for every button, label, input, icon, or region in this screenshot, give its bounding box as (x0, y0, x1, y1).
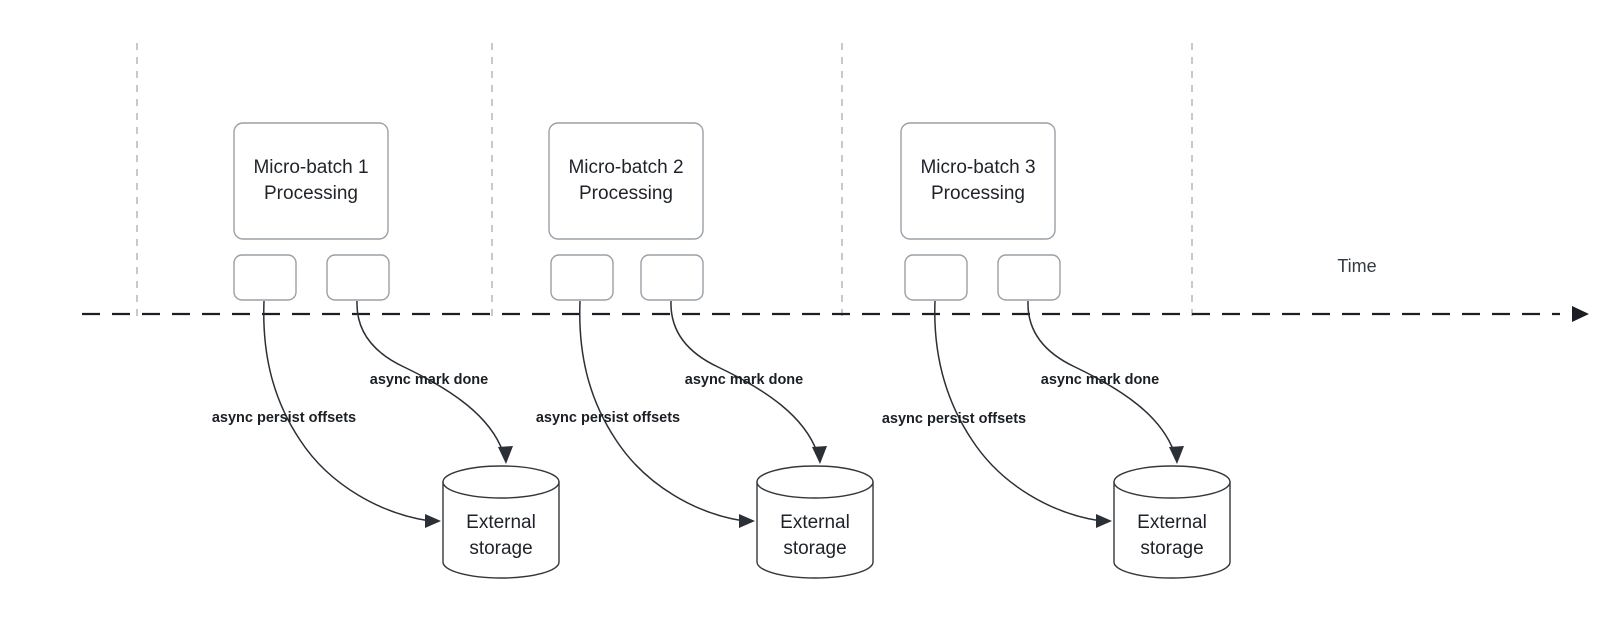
async-mark-done-edge-3 (1027, 300, 1175, 453)
micro-batch-2-label-line1: Micro-batch 2 (568, 157, 683, 178)
async-persist-offsets-edge-3 (934, 300, 1102, 522)
time-axis-label: Time (1337, 256, 1376, 276)
async-mark-done-edge-1 (356, 300, 504, 453)
async-mark-done-edge-label-2: async mark done (685, 372, 803, 388)
micro-batch-1-label-line2: Processing (264, 183, 358, 204)
micro-batch-3-box[interactable] (900, 122, 1056, 240)
micro-batch-1-external-storage-body[interactable] (442, 481, 560, 579)
async-persist-offsets-edge-label-2: async persist offsets (536, 410, 680, 426)
micro-batch-3-label-line2: Processing (931, 183, 1025, 204)
async-mark-done-edge-2 (670, 300, 818, 453)
task-slot-3b[interactable] (997, 254, 1061, 301)
micro-batch-1-external-storage-label-line1: External (466, 512, 536, 533)
micro-batch-2-external-storage-label-line2: storage (783, 538, 846, 559)
async-mark-done-edge-arrow-icon-2 (812, 446, 827, 464)
micro-batch-3-external-storage-label-line1: External (1137, 512, 1207, 533)
async-persist-offsets-edge-arrow-icon-2 (739, 514, 755, 528)
micro-batch-1-label-line1: Micro-batch 1 (253, 157, 368, 178)
diagram-nodes (233, 122, 1231, 579)
micro-batch-2-external-storage-top (756, 465, 874, 499)
micro-batch-1-external-storage-label-line2: storage (469, 538, 532, 559)
flow-edges (263, 300, 1184, 528)
task-slot-1a[interactable] (233, 254, 297, 301)
micro-batch-1-external-storage-top (442, 465, 560, 499)
micro-batch-2-label-line2: Processing (579, 183, 673, 204)
diagram-labels: Time async persist offsets async mark done… (212, 157, 1377, 559)
async-persist-offsets-edge-arrow-icon-1 (425, 514, 441, 528)
async-mark-done-edge-label-3: async mark done (1041, 372, 1159, 388)
timeline-axis (82, 306, 1589, 322)
async-persist-offsets-edge-label-1: async persist offsets (212, 410, 356, 426)
async-persist-offsets-edge-arrow-icon-3 (1096, 514, 1112, 528)
async-persist-offsets-edge-1 (263, 300, 431, 522)
micro-batch-3-external-storage-top (1113, 465, 1231, 499)
async-mark-done-edge-label-1: async mark done (370, 372, 488, 388)
micro-batch-3-external-storage-body[interactable] (1113, 481, 1231, 579)
timeline-dividers (136, 43, 1193, 322)
task-slot-1b[interactable] (326, 254, 390, 301)
task-slot-2a[interactable] (550, 254, 614, 301)
task-slot-2b[interactable] (640, 254, 704, 301)
task-slot-3a[interactable] (904, 254, 968, 301)
async-mark-done-edge-arrow-icon-3 (1169, 446, 1184, 464)
micro-batch-2-external-storage-body[interactable] (756, 481, 874, 579)
async-persist-offsets-edge-2 (579, 300, 745, 522)
micro-batch-3-external-storage-label-line2: storage (1140, 538, 1203, 559)
async-mark-done-edge-arrow-icon-1 (498, 446, 513, 464)
micro-batch-3-label-line1: Micro-batch 3 (920, 157, 1035, 178)
micro-batch-2-external-storage-label-line1: External (780, 512, 850, 533)
micro-batch-2-box[interactable] (548, 122, 704, 240)
async-persist-offsets-edge-label-3: async persist offsets (882, 411, 1026, 427)
micro-batch-1-box[interactable] (233, 122, 389, 240)
time-axis-arrow-icon (1572, 306, 1589, 322)
